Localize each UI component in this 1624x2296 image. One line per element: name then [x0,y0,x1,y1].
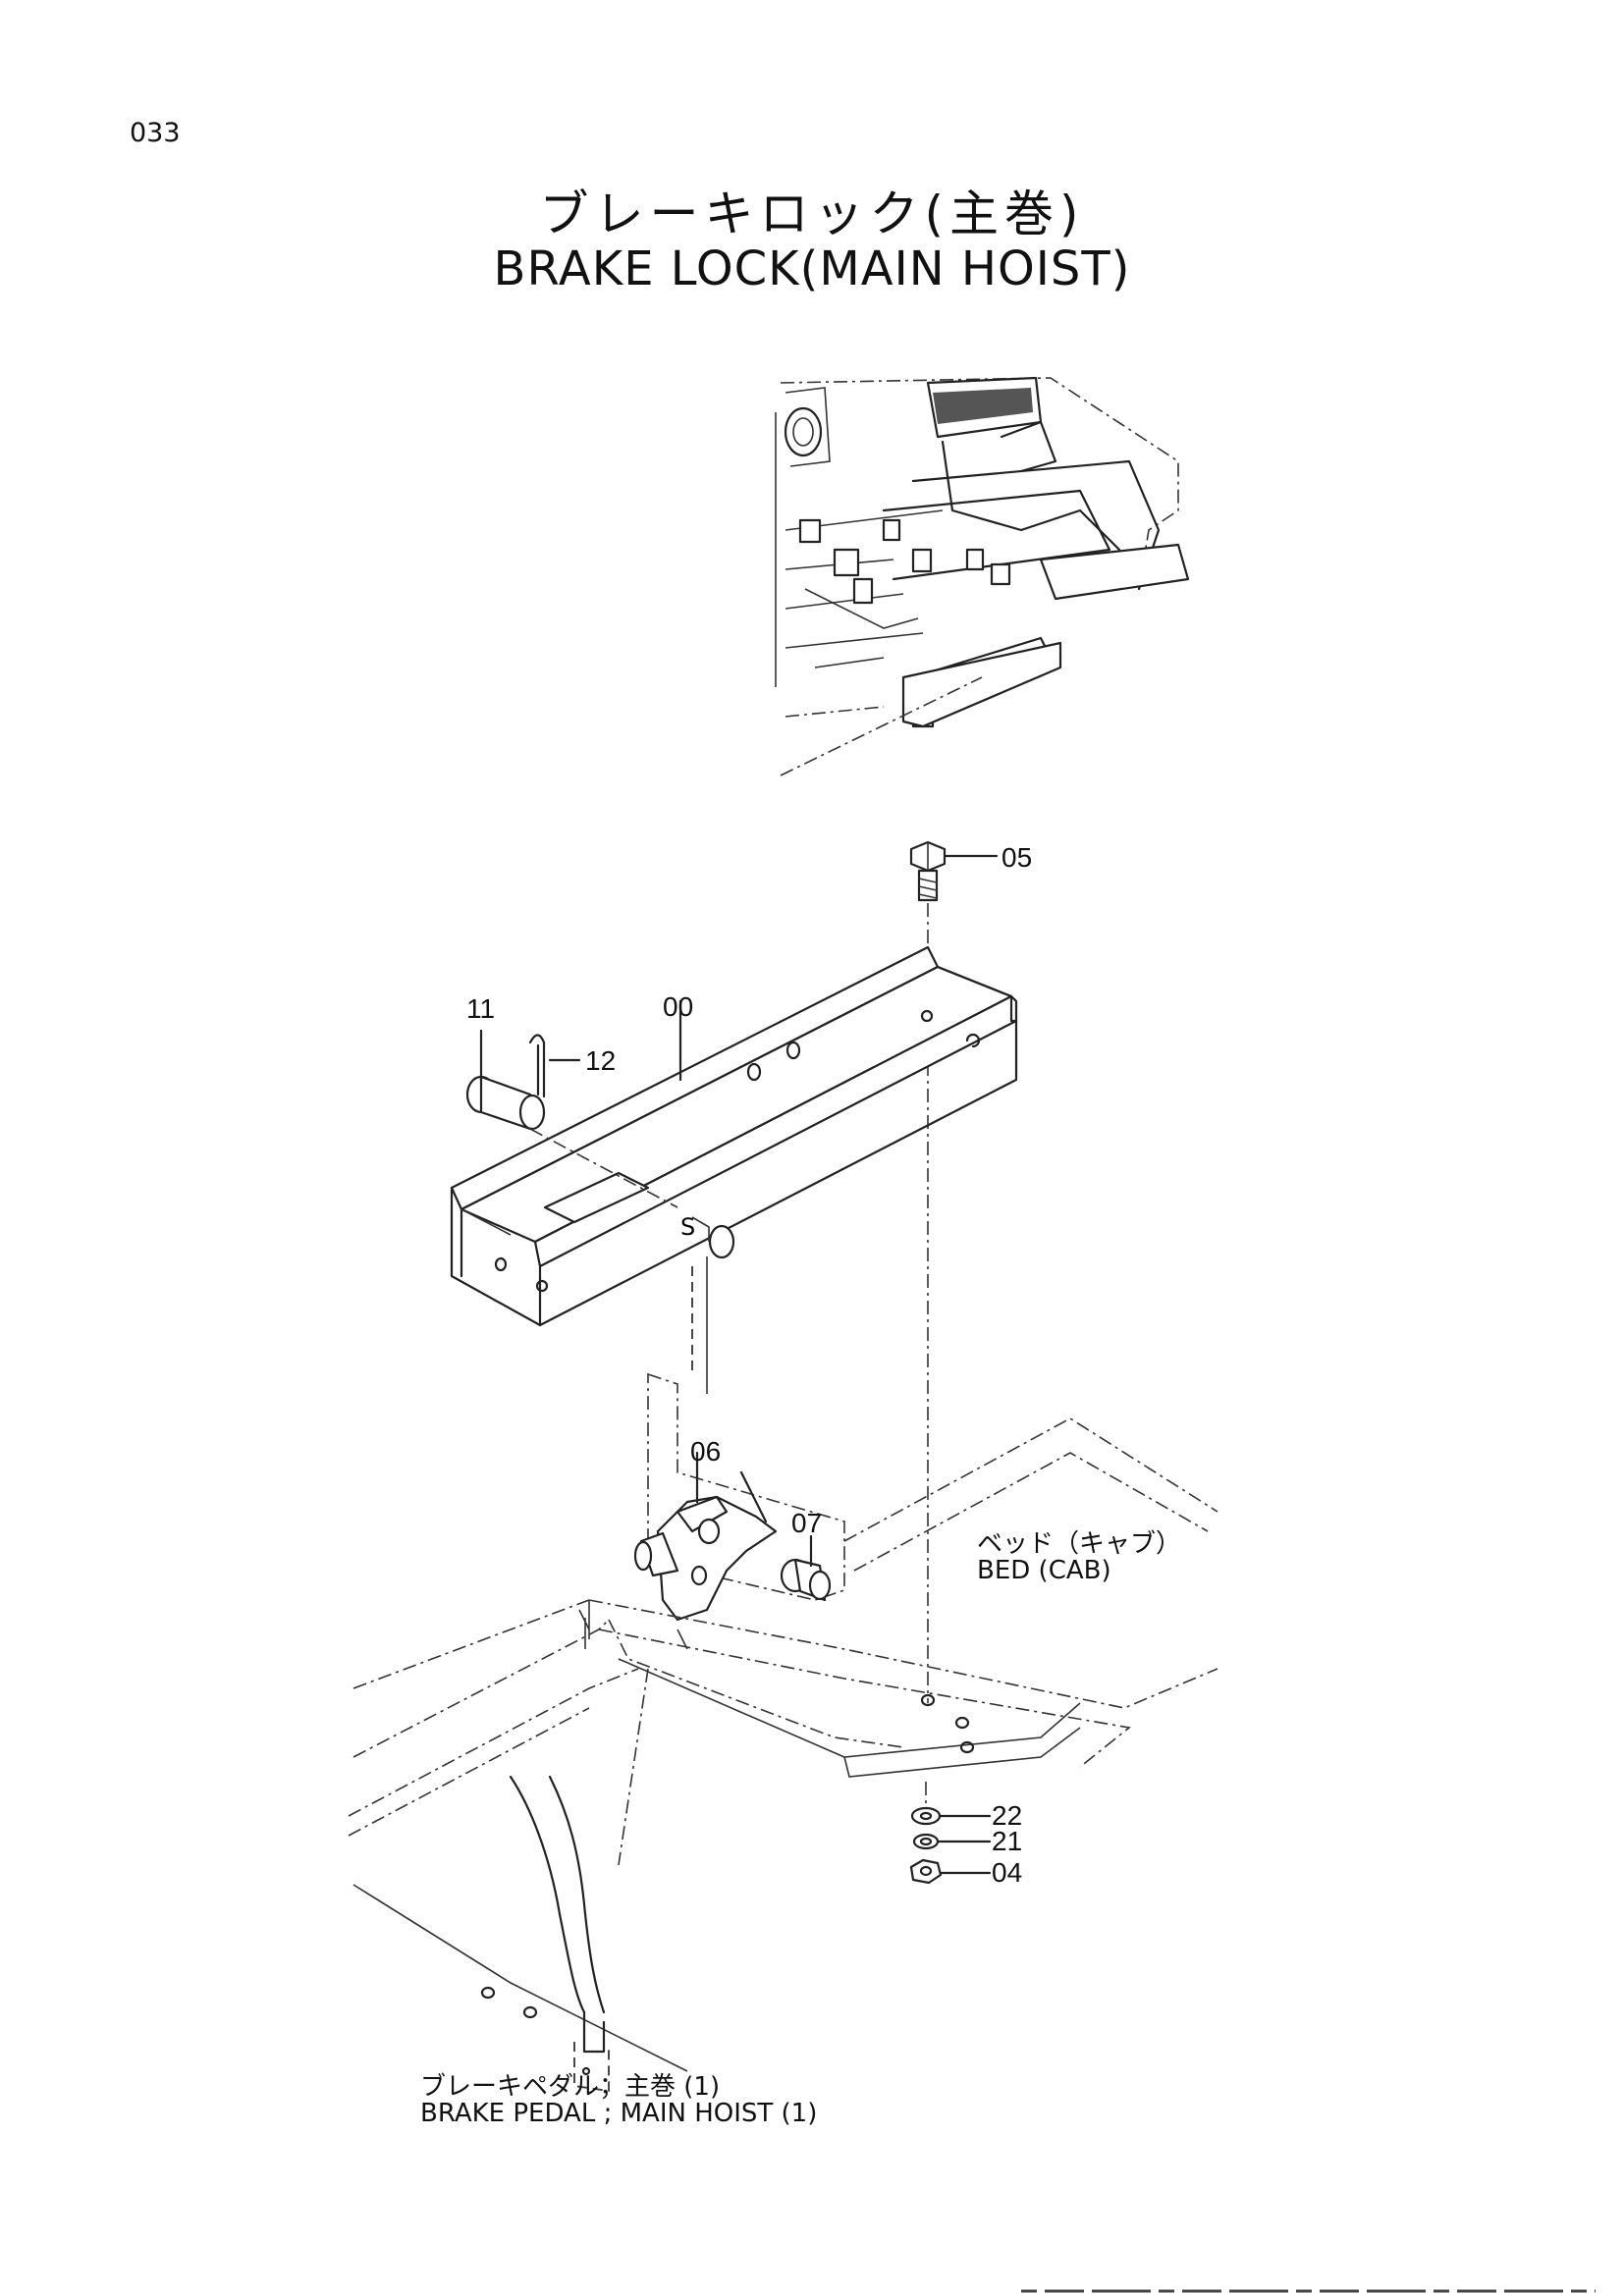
pedal-label-en: BRAKE PEDAL ; MAIN HOIST (1) [420,2099,818,2128]
page-title-en: BRAKE LOCK(MAIN HOIST) [493,241,1131,296]
bolt-05 [909,840,999,902]
callout-21: 21 [992,1826,1023,1856]
callout-04: 04 [992,1857,1023,1888]
pin-axis [529,1128,678,1208]
callout-06: 06 [690,1436,722,1467]
callout-05: 05 [1001,842,1033,873]
nut-04 [909,1858,992,1885]
cotter-pin-12 [528,1034,581,1098]
bed-label-jp: ベッド（キャブ） [977,1529,1182,1559]
overview-sketch [775,376,1190,776]
spring-washer-21 [912,1833,992,1850]
callout-00: 00 [663,991,694,1022]
callout-12: 12 [585,1045,617,1076]
pin-11 [465,1029,546,1131]
pedal-label-jp: ブレーキペダル；主巻 (1) [420,2072,721,2102]
callout-07: 07 [791,1508,823,1538]
bed-cab-plate [352,1417,1218,1778]
callout-22: 22 [992,1800,1023,1831]
page-number: 033 [130,118,181,148]
bed-label-en: BED (CAB) [977,1556,1111,1585]
page-title-jp: ブレーキロック(主巻) [539,186,1085,242]
bracket-06 [633,1451,778,1622]
brake-pedal [348,1609,688,2093]
svg-text:S: S [680,1213,695,1241]
collar-07 [780,1534,832,1602]
callout-11: 11 [466,993,496,1024]
bracket-00: S [450,945,1018,1327]
washer-22 [910,1806,992,1826]
